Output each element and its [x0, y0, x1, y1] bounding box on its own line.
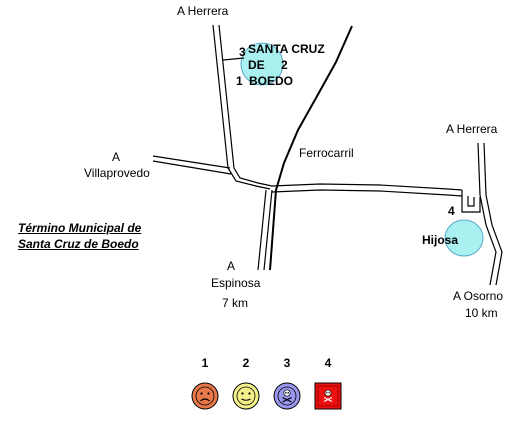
- label-osorno: A Osorno: [453, 289, 504, 303]
- map-title-line2: Santa Cruz de Boedo: [18, 237, 139, 251]
- label-herrera-east: A Herrera: [446, 122, 498, 136]
- label-ferrocarril: Ferrocarril: [299, 146, 354, 160]
- railway-ferrocarril: [269, 25, 353, 271]
- label-osorno-km: 10 km: [465, 306, 498, 320]
- town-santa-cruz-line3: BOEDO: [249, 74, 294, 88]
- marker-4: 4: [448, 204, 455, 218]
- skull-square-icon: [314, 382, 342, 410]
- legend-number-2: 2: [242, 356, 250, 370]
- sad-face-icon: [191, 382, 219, 410]
- label-villaprovedo-a: A: [112, 150, 121, 164]
- town-santa-cruz: [240, 42, 284, 86]
- road-espinosa: [257, 189, 273, 271]
- label-herrera-north: A Herrera: [177, 4, 229, 18]
- legend-number-1: 1: [201, 356, 209, 370]
- town-hijosa: [444, 219, 484, 257]
- legend-number-4: 4: [324, 356, 332, 370]
- skull-icon: [273, 382, 301, 410]
- label-espinosa: Espinosa: [211, 276, 261, 290]
- road-osorno: [479, 194, 503, 286]
- road-villaprovedo: [152, 155, 232, 175]
- marker-3: 3: [239, 45, 246, 59]
- neutral-face-icon: [232, 382, 260, 410]
- legend-number-3: 3: [283, 356, 291, 370]
- town-santa-cruz-line2: DE: [248, 58, 265, 72]
- road-herrera-east: [477, 142, 487, 196]
- label-espinosa-a: A: [227, 259, 236, 273]
- road-hijosa-loop: [461, 190, 481, 213]
- town-hijosa-label: Hijosa: [422, 233, 459, 247]
- road-main-east: [271, 183, 463, 197]
- town-santa-cruz-line1: SANTA CRUZ: [248, 42, 325, 56]
- marker-2: 2: [281, 58, 288, 72]
- road-herrera-north: [212, 24, 273, 190]
- marker-1: 1: [236, 74, 243, 88]
- label-villaprovedo: Villaprovedo: [84, 166, 150, 180]
- map-title-line1: Término Municipal de: [18, 221, 142, 235]
- road-santa-cruz-link: [222, 57, 245, 61]
- label-espinosa-km: 7 km: [222, 296, 249, 310]
